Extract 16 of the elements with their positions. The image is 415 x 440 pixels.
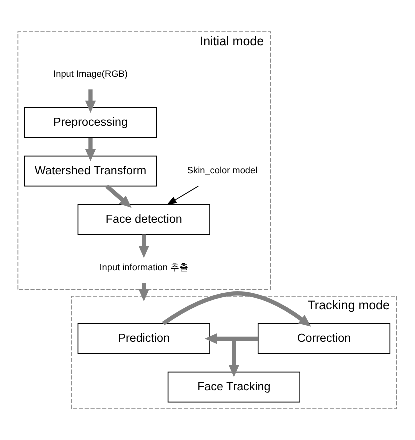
- node-box: Face detection: [78, 204, 210, 235]
- arrow: [85, 89, 96, 113]
- arrow: [166, 185, 199, 205]
- node-box: Watershed Transform: [24, 155, 158, 186]
- node-box: Face Tracking: [168, 371, 300, 402]
- node-text: Skin_color model: [187, 165, 258, 176]
- arrow: [106, 184, 132, 208]
- arrow: [228, 339, 240, 377]
- node-box: Correction: [258, 323, 391, 354]
- arrow: [138, 234, 150, 258]
- arrow: [204, 333, 258, 344]
- node-box: Preprocessing: [24, 106, 158, 138]
- node-text: Input Image(RGB): [54, 68, 128, 78]
- arrow: [85, 138, 96, 161]
- node-text: Input information 추출: [100, 262, 188, 272]
- node-box: Prediction: [78, 323, 210, 354]
